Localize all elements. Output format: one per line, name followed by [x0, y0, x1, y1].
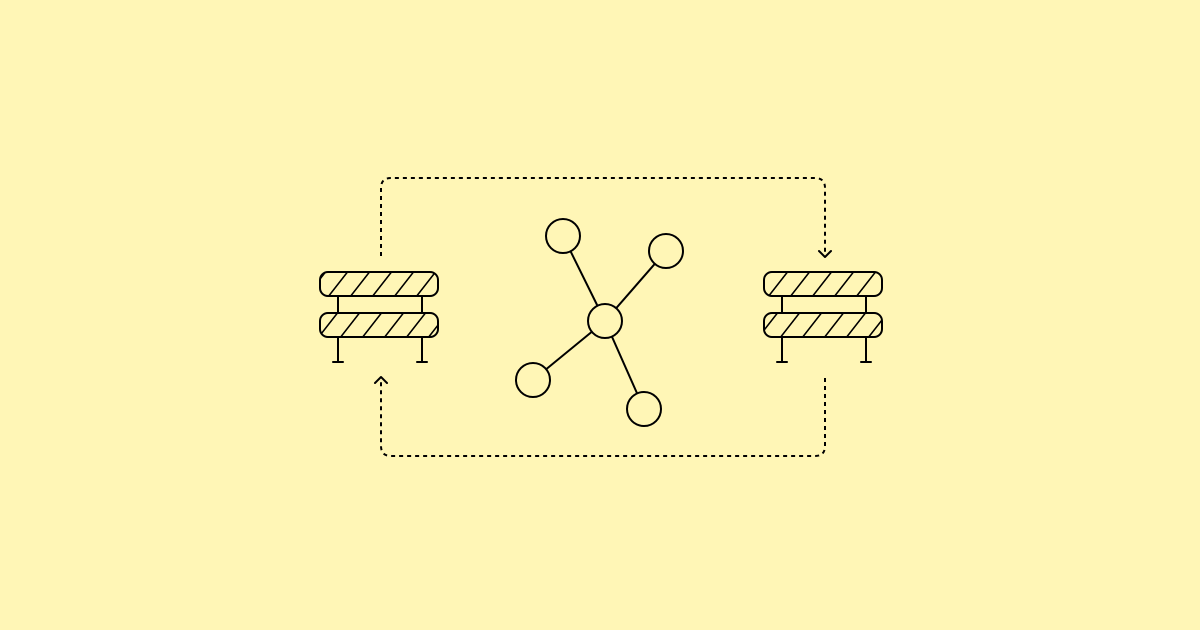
node-bottom-left — [515, 362, 551, 398]
bottom-connector — [374, 376, 826, 457]
node-top-right — [648, 233, 684, 269]
node-bottom-right — [626, 391, 662, 427]
down-chevron-icon — [818, 250, 832, 258]
network-graph-icon — [515, 218, 684, 427]
top-connector — [380, 177, 832, 258]
left-road-barrier-icon — [319, 271, 439, 363]
right-road-barrier-icon — [763, 271, 883, 363]
node-top-left — [545, 218, 581, 254]
up-chevron-icon — [374, 376, 388, 384]
node-hub — [587, 303, 623, 339]
